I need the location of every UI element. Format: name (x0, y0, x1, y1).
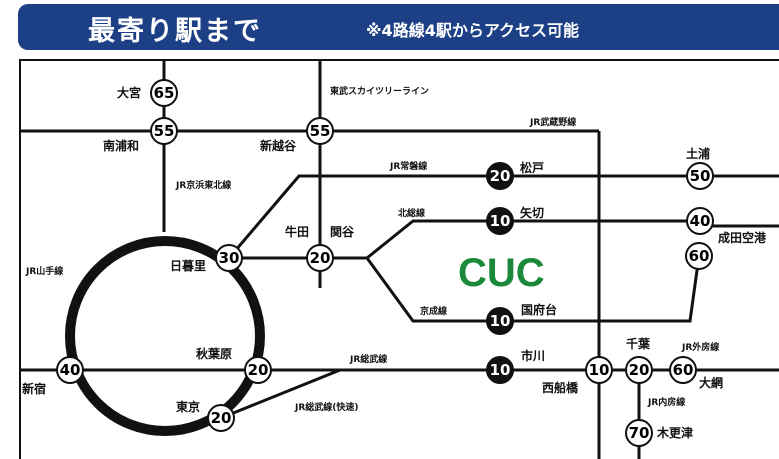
station-name-kisarazu: 木更津 (656, 425, 693, 440)
station-time-oami: 60 (673, 361, 694, 379)
station-name-shin-koshigaya: 新越谷 (260, 138, 297, 153)
station-marker-chiba[interactable] (625, 356, 653, 384)
station-marker-ushida[interactable] (306, 244, 334, 272)
campus-label: CUC (458, 251, 545, 295)
station-marker-kisarazu[interactable] (625, 419, 653, 447)
station-marker-oami[interactable] (669, 356, 697, 384)
station-time-narita-airport-keisei: 60 (689, 247, 710, 265)
station-name-nippori: 日暮里 (170, 258, 206, 273)
station-time-tokyo: 20 (211, 409, 232, 427)
station-marker-shinjuku[interactable] (56, 356, 84, 384)
station-marker-minami-urawa[interactable] (150, 117, 178, 145)
line-joban (227, 174, 779, 259)
station-name-tokyo: 東京 (176, 399, 200, 414)
station-marker-ichikawa[interactable] (486, 356, 514, 384)
station-time-akihabara: 20 (248, 361, 269, 379)
station-marker-akihabara[interactable] (244, 356, 272, 384)
station-time-chiba: 20 (629, 361, 650, 379)
station-marker-shin-koshigaya[interactable] (306, 117, 334, 145)
line-name-jr-uchibo: JR内房線 (647, 396, 685, 408)
station-time-omiya: 65 (154, 84, 175, 102)
station-name-akihabara: 秋葉原 (196, 346, 232, 361)
station-name-ichikawa: 市川 (521, 348, 545, 363)
station-name-nishi-funabashi: 西船橋 (542, 380, 579, 395)
station-time-ushida: 20 (310, 249, 331, 267)
station-marker-matsudo[interactable] (486, 162, 514, 190)
line-yamanote-loop (65, 236, 265, 436)
station-time-kisarazu: 70 (629, 424, 650, 442)
station-name-narita-airport: 成田空港 (718, 230, 767, 245)
station-time-shinjuku: 40 (60, 361, 81, 379)
station-name-tsuchiura: 土浦 (686, 146, 710, 161)
line-labels: 東武スカイツリーライン JR武蔵野線 JR常磐線 JR京浜東北線 北総線 JR山… (25, 85, 719, 413)
station-marker-nippori[interactable] (215, 244, 243, 272)
station-marker-narita-airport-keisei[interactable] (685, 242, 713, 270)
station-name-ushida: 牛田 (285, 224, 309, 239)
header-title: 最寄り駅まで (88, 16, 262, 47)
station-name-shinjuku: 新宿 (22, 381, 46, 396)
station-marker-tsuchiura[interactable] (686, 162, 714, 190)
station-time-shin-koshigaya: 55 (310, 122, 331, 140)
station-name-minami-urawa: 南浦和 (103, 138, 139, 153)
line-name-jr-keihin-tohoku: JR京浜東北線 (175, 179, 231, 191)
line-name-jr-sotobo: JR外房線 (681, 341, 719, 353)
station-time-minami-urawa: 55 (154, 122, 175, 140)
station-markers: 65 55 55 20 10 30 20 10 50 40 60 40 20 1… (56, 79, 714, 447)
map-frame (19, 59, 779, 459)
station-marker-tokyo[interactable] (207, 404, 235, 432)
station-marker-narita-airport[interactable] (686, 207, 714, 235)
station-name-yagiri: 矢切 (520, 205, 544, 220)
station-time-yagiri: 10 (490, 212, 511, 230)
station-name-matsudo: 松戸 (520, 160, 544, 175)
station-labels: 大宮 南浦和 新越谷 松戸 矢切 日暮里 牛田 関谷 国府台 土浦 成田空港 新… (22, 85, 767, 440)
station-name-chiba: 千葉 (626, 336, 651, 351)
line-name-yamanote: JR山手線 (25, 265, 63, 277)
line-name-jr-sobu-rapid: JR総武線(快速) (294, 401, 359, 413)
line-name-keisei: 京成線 (420, 305, 447, 317)
station-name-kokufudai: 国府台 (521, 302, 557, 317)
station-time-ichikawa: 10 (490, 361, 511, 379)
station-time-matsudo: 20 (490, 167, 511, 185)
station-marker-kokufudai[interactable] (486, 307, 514, 335)
station-name-sekiya: 関谷 (330, 224, 355, 239)
station-marker-yagiri[interactable] (486, 207, 514, 235)
line-name-jr-sobu: JR総武線 (349, 353, 387, 365)
station-time-narita-airport: 40 (690, 212, 711, 230)
line-name-hokuso: 北総線 (398, 207, 425, 219)
line-name-jr-joban: JR常磐線 (389, 160, 427, 172)
station-time-tsuchiura: 50 (690, 167, 711, 185)
station-time-kokufudai: 10 (490, 312, 511, 330)
station-marker-nishi-funabashi[interactable] (585, 356, 613, 384)
station-name-oami: 大網 (699, 375, 723, 390)
line-keisei (365, 255, 701, 323)
line-sobu-rapid (220, 368, 341, 420)
header-note: ※4路線4駅からアクセス可能 (366, 21, 580, 40)
station-name-omiya: 大宮 (117, 85, 141, 100)
station-time-nippori: 30 (219, 249, 240, 267)
station-time-nishi-funabashi: 10 (589, 361, 610, 379)
line-name-jr-musashino: JR武蔵野線 (529, 116, 576, 128)
station-marker-omiya[interactable] (150, 79, 178, 107)
header-banner: 最寄り駅まで ※4路線4駅からアクセス可能 (18, 4, 779, 50)
line-name-tobu-skytree: 東武スカイツリーライン (330, 85, 429, 97)
